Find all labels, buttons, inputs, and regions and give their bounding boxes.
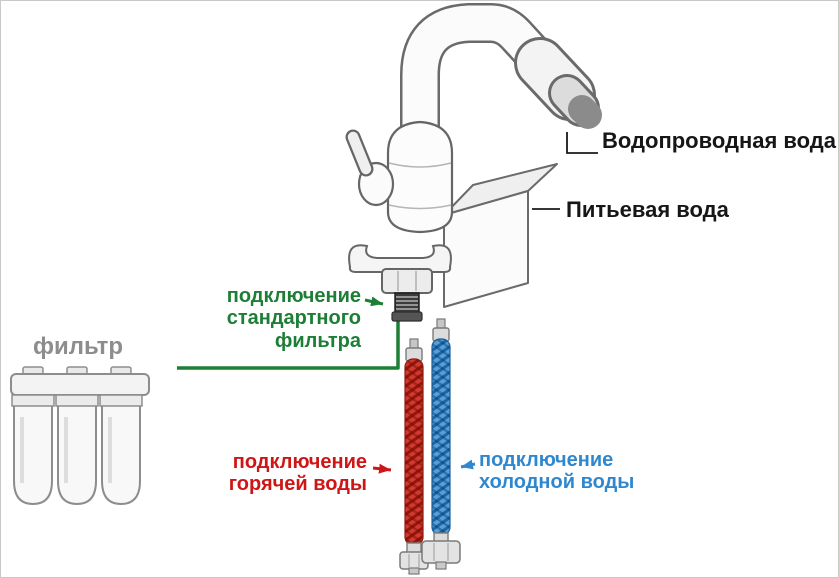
hot-water-label: подключение горячей воды bbox=[228, 451, 367, 496]
aerator-icon bbox=[548, 74, 602, 129]
filter-connection-arrow-icon bbox=[364, 296, 384, 307]
filter-connection-line bbox=[177, 313, 400, 370]
base-clamp bbox=[348, 244, 452, 273]
cold-water-arrow-icon bbox=[460, 459, 476, 470]
mounting-bracket bbox=[443, 163, 558, 308]
hot-water-hose bbox=[399, 338, 429, 575]
filter-label: фильтр bbox=[33, 333, 124, 360]
faucet-spout bbox=[400, 3, 602, 171]
filter-connection-label: подключение стандартного фильтра bbox=[226, 285, 361, 352]
cold-water-hose bbox=[421, 318, 461, 570]
tap-water-pointer-line bbox=[566, 132, 598, 154]
drinking-water-label: Питьевая вода bbox=[566, 197, 729, 222]
filter-unit bbox=[10, 366, 150, 506]
mounting-nut bbox=[381, 268, 433, 294]
hot-water-arrow-icon bbox=[372, 463, 392, 474]
faucet-body bbox=[386, 120, 454, 234]
threaded-stub bbox=[391, 292, 423, 322]
faucet-lever bbox=[345, 129, 395, 207]
tap-water-label: Водопроводная вода bbox=[602, 128, 837, 153]
cold-water-label: подключение холодной воды bbox=[479, 449, 635, 494]
